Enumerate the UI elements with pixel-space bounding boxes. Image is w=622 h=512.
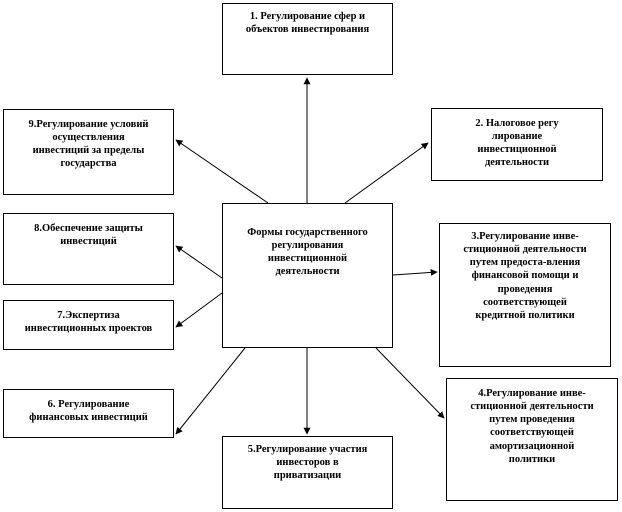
node-3-label: 3.Регулирование инве- стиционной деятель…: [463, 231, 587, 321]
arrow-to-node-8: [175, 245, 223, 279]
node-6-label: 6. Регулирование финансовых инвестиций: [29, 399, 148, 424]
node-9-box: 9.Регулирование условий осуществления ин…: [3, 109, 174, 195]
node-4-box: 4.Регулирование инве- стиционной деятель…: [446, 378, 618, 501]
node-3-box: 3.Регулирование инве- стиционной деятель…: [439, 223, 611, 367]
node-1-box: 1. Регулирование сфер и объектов инвести…: [222, 3, 393, 75]
node-9-label: 9.Регулирование условий осуществления ин…: [28, 119, 149, 170]
node-7-box: 7.Экспертиза инвестиционных проектов: [3, 300, 174, 350]
node-2-box: 2. Налоговое регу лирование инвестиционн…: [431, 108, 603, 181]
node-2-label: 2. Налоговое регу лирование инвестиционн…: [475, 118, 559, 169]
node-8-label: 8.Обеспечение защиты инвестиций: [34, 223, 143, 248]
arrow-to-node-2: [344, 142, 429, 204]
node-5-label: 5.Регулирование участия инвесторов в при…: [247, 444, 368, 482]
arrow-to-node-9: [175, 139, 269, 204]
arrow-to-node-4: [375, 347, 445, 419]
arrow-to-node-6: [175, 347, 246, 435]
center-box: Формы государственного регулирования инв…: [222, 203, 393, 348]
arrow-to-node-3: [392, 268, 438, 276]
node-6-box: 6. Регулирование финансовых инвестиций: [3, 389, 174, 438]
arrow-to-node-7: [175, 292, 223, 328]
node-7-label: 7.Экспертиза инвестиционных проектов: [24, 310, 153, 335]
node-5-box: 5.Регулирование участия инвесторов в при…: [222, 436, 393, 509]
node-1-label: 1. Регулирование сфер и объектов инвести…: [245, 11, 370, 36]
center-label: Формы государственного регулирования инв…: [247, 227, 368, 278]
node-8-box: 8.Обеспечение защиты инвестиций: [3, 213, 174, 285]
node-4-label: 4.Регулирование инве- стиционной деятель…: [470, 388, 594, 465]
